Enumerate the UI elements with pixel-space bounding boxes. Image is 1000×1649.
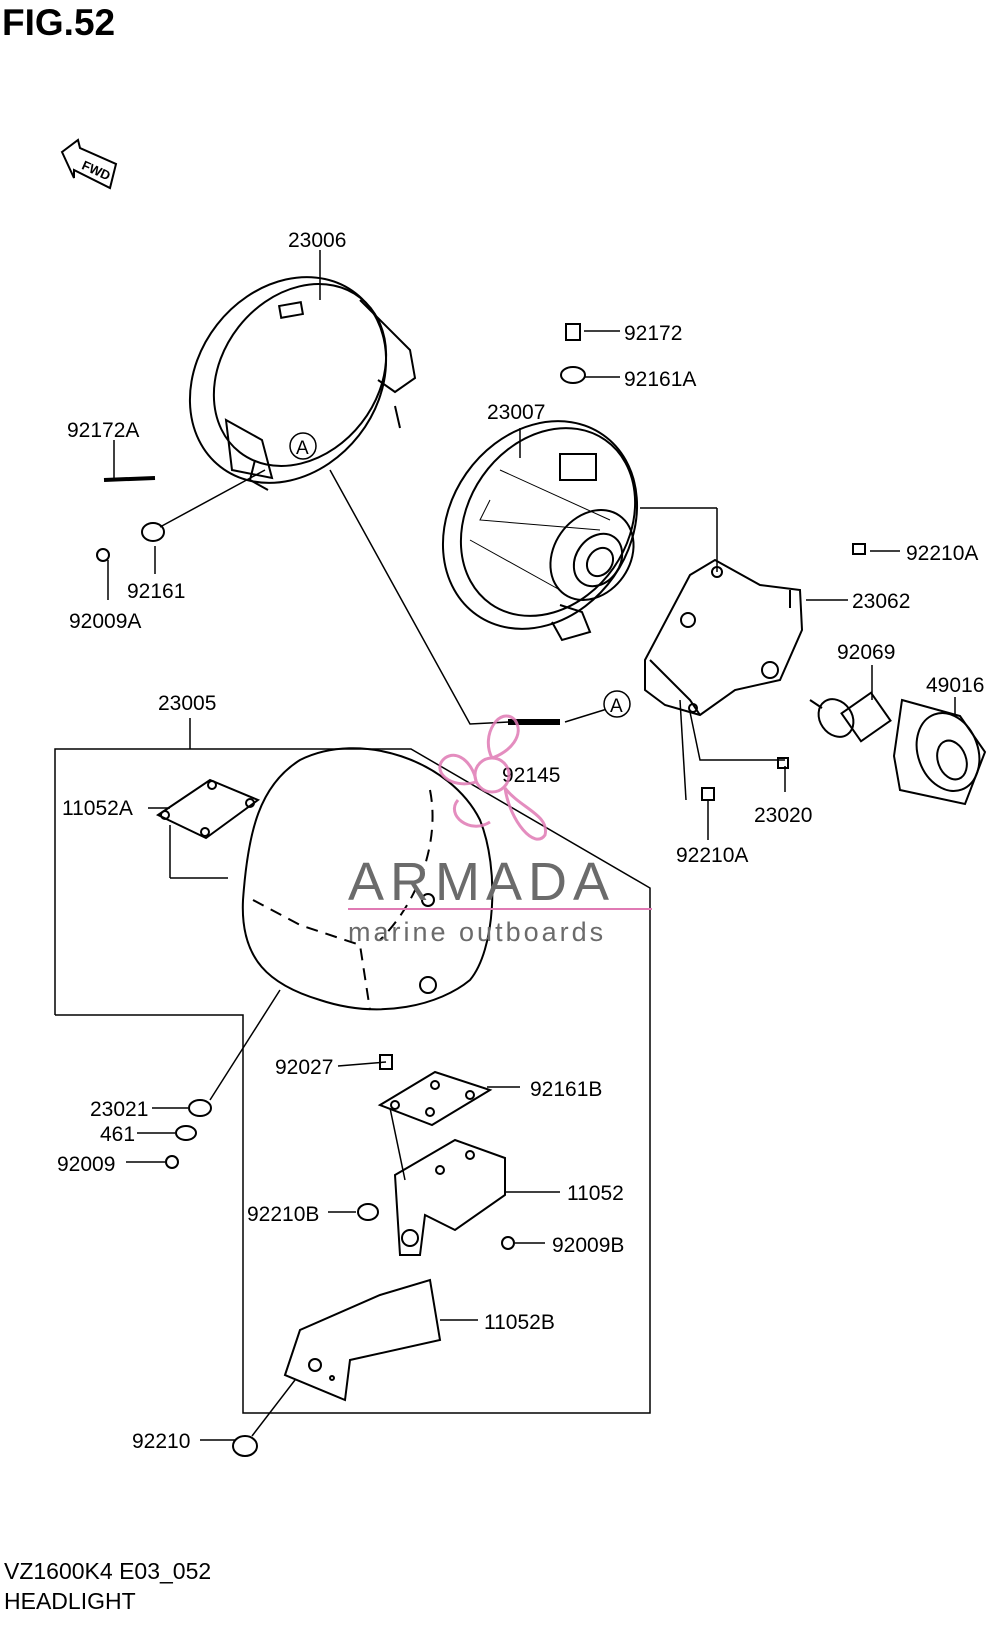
shell-assembly-frame bbox=[54, 748, 651, 1414]
part-label-92145: 92145 bbox=[502, 764, 560, 787]
model-code: VZ1600K4 E03_052 bbox=[4, 1558, 212, 1584]
part-label-23007: 23007 bbox=[487, 401, 545, 424]
screw-92009 bbox=[165, 1155, 179, 1169]
watermark-logo: ARMADA marine outboards bbox=[348, 714, 652, 947]
part-label-92172: 92172 bbox=[624, 322, 682, 345]
part-label-92009: 92009 bbox=[57, 1153, 115, 1176]
part-label-92172A: 92172A bbox=[67, 419, 139, 442]
reference-a-lower: A bbox=[603, 690, 631, 718]
headlight-unit-23007 bbox=[441, 420, 639, 642]
part-label-92210B: 92210B bbox=[247, 1203, 319, 1226]
part-label-92210A-top: 92210A bbox=[906, 542, 978, 565]
screw-92009A bbox=[96, 548, 110, 562]
part-number-labels: 23006 92172 92161A 23007 92172A 92161 92… bbox=[57, 229, 984, 1453]
grommet-92161 bbox=[141, 522, 165, 542]
part-label-11052B: 11052B bbox=[484, 1311, 555, 1334]
plate-11052A bbox=[155, 778, 261, 840]
headlight-rim-23006 bbox=[188, 276, 417, 491]
part-label-92161B: 92161B bbox=[530, 1078, 602, 1101]
part-label-23005: 23005 bbox=[158, 692, 216, 715]
clip-23020 bbox=[777, 757, 789, 769]
part-label-23006: 23006 bbox=[288, 229, 346, 252]
section-name: HEADLIGHT bbox=[4, 1588, 136, 1614]
screw-92172 bbox=[565, 323, 581, 341]
part-label-92210A-bottom: 92210A bbox=[676, 844, 748, 867]
watermark-tagline: marine outboards bbox=[348, 917, 606, 947]
headlight-shell-23005 bbox=[241, 747, 494, 1011]
part-label-23021: 23021 bbox=[90, 1098, 148, 1121]
cover-49016 bbox=[892, 698, 987, 806]
part-label-23062: 23062 bbox=[852, 590, 910, 613]
part-label-92009A: 92009A bbox=[69, 610, 141, 633]
grommet-23021 bbox=[188, 1099, 212, 1117]
forward-arrow-icon: FWD bbox=[60, 138, 118, 190]
part-label-461: 461 bbox=[100, 1123, 135, 1146]
leader-lines bbox=[107, 250, 956, 1441]
part-label-92161: 92161 bbox=[127, 580, 185, 603]
part-label-11052A: 11052A bbox=[62, 797, 133, 820]
bracket-23062 bbox=[644, 558, 804, 717]
reference-a-upper: A bbox=[289, 432, 317, 460]
svg-text:A: A bbox=[610, 696, 623, 717]
washer-461 bbox=[175, 1125, 197, 1141]
nut-92210A-top bbox=[852, 543, 866, 555]
propeller-icon bbox=[438, 714, 547, 841]
nut-92210B bbox=[357, 1203, 379, 1221]
watermark-brand: ARMADA bbox=[348, 852, 615, 912]
part-label-92009B: 92009B bbox=[552, 1234, 624, 1257]
svg-text:A: A bbox=[296, 438, 309, 459]
bracket-11052B bbox=[283, 1278, 442, 1402]
nut-92210 bbox=[232, 1435, 258, 1457]
part-label-23020: 23020 bbox=[754, 804, 812, 827]
part-label-49016: 49016 bbox=[926, 674, 984, 697]
bracket-11052 bbox=[393, 1138, 506, 1256]
bulb-92069 bbox=[809, 691, 892, 743]
part-label-92069: 92069 bbox=[837, 641, 895, 664]
part-label-92210: 92210 bbox=[132, 1430, 190, 1453]
nut-92210A-bottom bbox=[701, 787, 715, 801]
plate-92161B bbox=[377, 1070, 493, 1127]
screw-92172A bbox=[103, 476, 156, 482]
grommet-92161A bbox=[560, 366, 586, 384]
part-label-92161A: 92161A bbox=[624, 368, 696, 391]
part-label-92027: 92027 bbox=[275, 1056, 333, 1079]
figure-title: FIG.52 bbox=[2, 2, 116, 43]
screw-92009B bbox=[501, 1236, 515, 1250]
part-label-11052: 11052 bbox=[567, 1182, 624, 1205]
